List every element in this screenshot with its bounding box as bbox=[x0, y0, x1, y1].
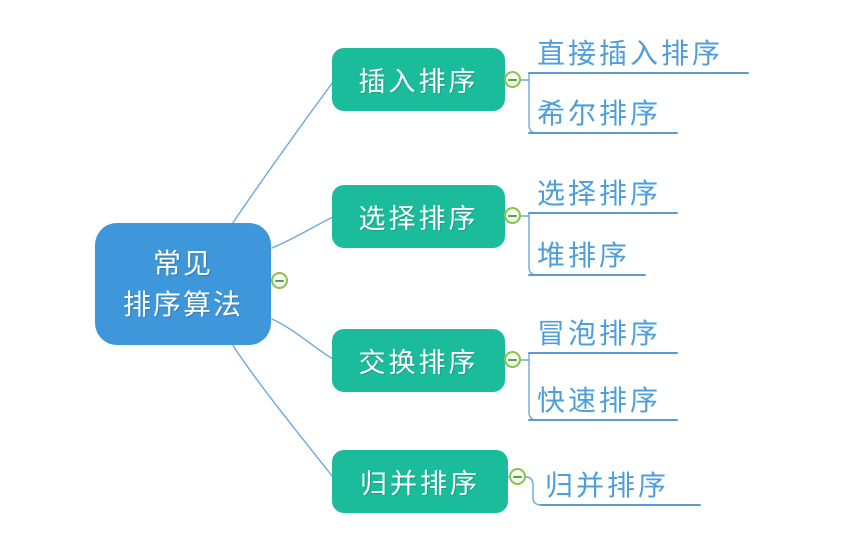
connector-branch3-bracket bbox=[528, 352, 538, 421]
branch-node-insertion-sort[interactable]: 插入排序 bbox=[332, 48, 505, 111]
leaf-node-merge-sort[interactable]: 归并排序 bbox=[545, 469, 670, 502]
connector-root-branch4 bbox=[231, 343, 334, 478]
leaf-node-quick-sort[interactable]: 快速排序 bbox=[537, 384, 662, 417]
branch-node-merge-sort[interactable]: 归并排序 bbox=[332, 450, 508, 513]
connector-root-branch2 bbox=[271, 216, 334, 249]
collapse-minus-icon-root[interactable] bbox=[271, 272, 288, 289]
leaf-node-bubble-sort[interactable]: 冒泡排序 bbox=[537, 317, 662, 350]
connector-root-branch1 bbox=[231, 81, 334, 225]
collapse-minus-icon-branch1[interactable] bbox=[504, 71, 521, 88]
connector-root-branch3 bbox=[271, 318, 334, 360]
collapse-minus-icon-branch2[interactable] bbox=[504, 207, 521, 224]
leaf-node-direct-insertion-sort[interactable]: 直接插入排序 bbox=[537, 37, 724, 70]
collapse-minus-icon-branch4[interactable] bbox=[509, 468, 526, 485]
branch-node-selection-sort[interactable]: 选择排序 bbox=[332, 185, 505, 248]
connector-branch1-bracket bbox=[528, 72, 538, 134]
leaf-node-heap-sort[interactable]: 堆排序 bbox=[537, 239, 631, 272]
collapse-minus-icon-branch3[interactable] bbox=[504, 351, 521, 368]
connector-branch4-curve bbox=[525, 476, 542, 506]
connector-branch2-bracket bbox=[528, 212, 538, 276]
leaf-node-shell-sort[interactable]: 希尔排序 bbox=[537, 97, 662, 130]
leaf-node-selection-sort[interactable]: 选择排序 bbox=[537, 177, 662, 210]
branch-node-exchange-sort[interactable]: 交换排序 bbox=[332, 329, 505, 392]
root-node-sorting-algorithms[interactable]: 常见 排序算法 bbox=[95, 223, 271, 345]
